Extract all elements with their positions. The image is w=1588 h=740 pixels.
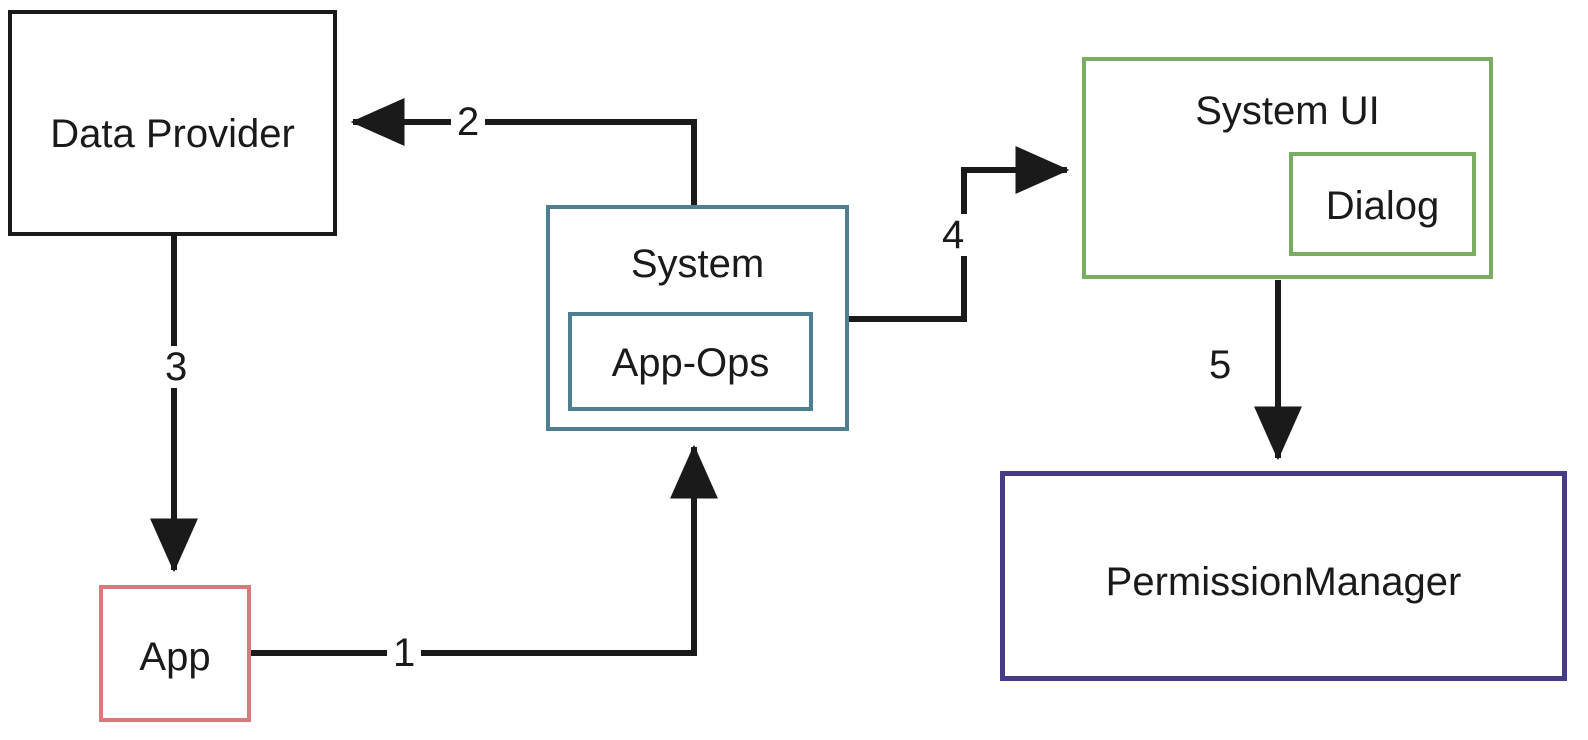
node-permission-manager[interactable]: PermissionManager [1000,471,1567,681]
node-system-ui-label: System UI [1195,89,1380,133]
edge-1-path [251,444,718,656]
edge-label-3: 3 [159,346,194,388]
node-app-label: App [139,635,211,679]
edge-label-5: 5 [1209,343,1232,387]
edge-label-2: 2 [451,101,486,143]
edge-label-1: 1 [387,632,422,674]
node-data-provider[interactable]: Data Provider [8,10,337,236]
edge-label-4: 4 [936,214,971,256]
node-dialog-label: Dialog [1325,184,1440,228]
edge-2-path [350,98,697,205]
node-permission-manager-label: PermissionManager [1105,560,1462,604]
node-system-label: System [630,242,765,286]
node-app-ops[interactable]: App-Ops [568,312,813,411]
node-dialog[interactable]: Dialog [1289,152,1476,256]
node-data-provider-label: Data Provider [50,112,295,156]
node-app[interactable]: App [99,585,251,722]
node-app-ops-label: App-Ops [611,341,770,385]
